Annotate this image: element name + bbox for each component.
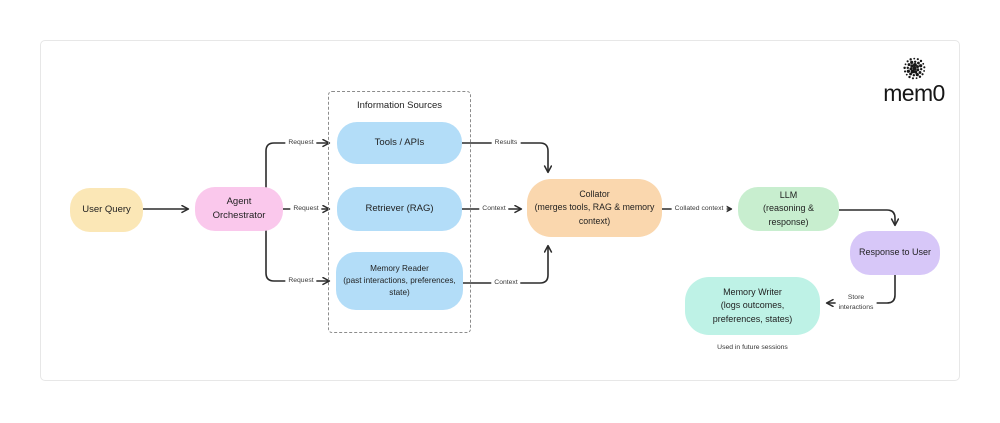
node-memory-reader: Memory Reader (past interactions, prefer… [336, 252, 463, 310]
information-sources-group: Information Sources [328, 91, 471, 333]
edge-label-request-mid: Request [290, 203, 322, 215]
edge-label-collated-context: Collated context [671, 203, 727, 215]
node-retriever-rag: Retriever (RAG) [337, 187, 462, 231]
edge-label-request-bottom: Request [285, 275, 317, 287]
node-memory-writer: Memory Writer (logs outcomes, preference… [685, 277, 820, 335]
node-agent-orchestrator: Agent Orchestrator [195, 187, 283, 231]
node-llm: LLM (reasoning & response) [738, 187, 839, 231]
edge-label-context-mid: Context [479, 203, 509, 215]
node-response-to-user: Response to User [850, 231, 940, 275]
mem0-wordmark: mem0 [883, 80, 945, 106]
edge-label-store-interactions: Store interactions [835, 292, 877, 314]
edge-label-results: Results [491, 137, 521, 149]
node-user-query: User Query [70, 188, 143, 232]
mem0-logo: mem0 [878, 55, 950, 107]
node-tools-apis: Tools / APIs [337, 122, 462, 164]
information-sources-title: Information Sources [356, 100, 442, 111]
mem0-dotted-sphere-icon [902, 57, 925, 80]
memory-writer-caption: Used in future sessions [717, 344, 788, 351]
node-collator: Collator (merges tools, RAG & memory con… [527, 179, 662, 237]
edge-label-context-bottom: Context [491, 277, 521, 289]
edge-label-request-top: Request [285, 137, 317, 149]
